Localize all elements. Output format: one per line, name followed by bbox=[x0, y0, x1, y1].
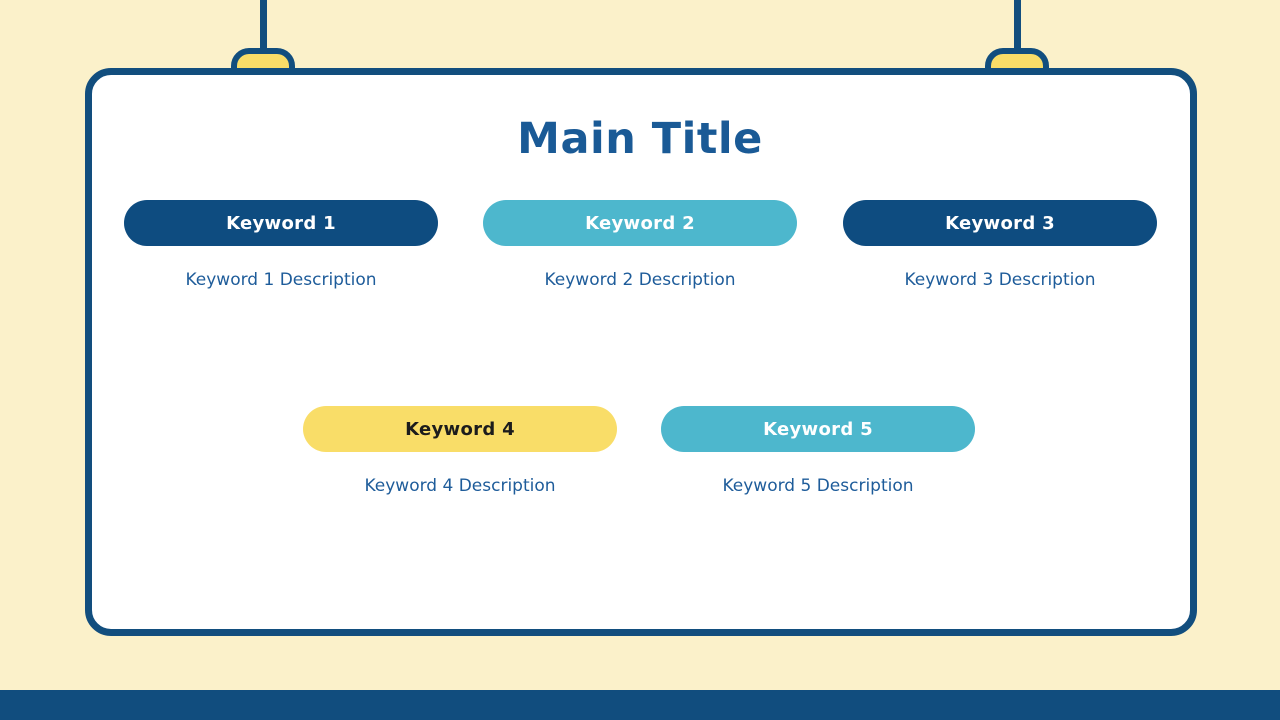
keyword-3-pill: Keyword 3 bbox=[843, 200, 1157, 246]
keyword-2-description: Keyword 2 Description bbox=[544, 270, 736, 290]
content-card bbox=[85, 68, 1197, 636]
keyword-1-pill: Keyword 1 bbox=[124, 200, 438, 246]
keyword-group-3: Keyword 3 Keyword 3 Description bbox=[843, 200, 1157, 290]
keyword-1-description: Keyword 1 Description bbox=[185, 270, 377, 290]
keyword-group-2: Keyword 2 Keyword 2 Description bbox=[483, 200, 797, 290]
keyword-2-pill: Keyword 2 bbox=[483, 200, 797, 246]
footer-bar bbox=[0, 690, 1280, 720]
hanger-string-left-icon bbox=[260, 0, 267, 60]
keyword-5-pill: Keyword 5 bbox=[661, 406, 975, 452]
keyword-4-pill: Keyword 4 bbox=[303, 406, 617, 452]
keyword-3-description: Keyword 3 Description bbox=[904, 270, 1096, 290]
keyword-group-5: Keyword 5 Keyword 5 Description bbox=[661, 406, 975, 496]
page-title: Main Title bbox=[517, 114, 763, 164]
keyword-group-4: Keyword 4 Keyword 4 Description bbox=[303, 406, 617, 496]
keyword-4-description: Keyword 4 Description bbox=[364, 476, 556, 496]
keyword-group-1: Keyword 1 Keyword 1 Description bbox=[124, 200, 438, 290]
hanger-string-right-icon bbox=[1014, 0, 1021, 60]
keyword-5-description: Keyword 5 Description bbox=[722, 476, 914, 496]
